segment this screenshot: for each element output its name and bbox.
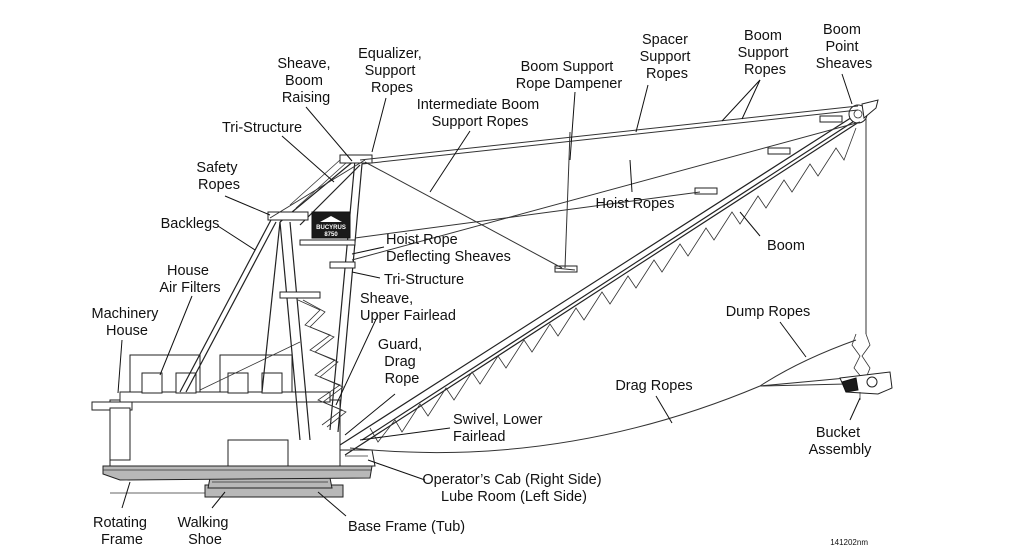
logo-brand: BUCYRUS bbox=[316, 225, 346, 231]
label-hoist-rope-deflecting-sheaves: Hoist Rope Deflecting Sheaves bbox=[386, 232, 511, 265]
mast-structure bbox=[267, 154, 373, 441]
label-boom-support-ropes: Boom Support Ropes bbox=[738, 28, 793, 78]
label-swivel-lower-fairlead: Swivel, Lower Fairlead bbox=[453, 412, 546, 445]
label-boom-support-rope-dampener: Boom Support Rope Dampener bbox=[516, 59, 623, 92]
label-walking-shoe: Walking Shoe bbox=[177, 515, 232, 548]
drag-ropes bbox=[349, 377, 847, 454]
rotating-frame bbox=[102, 465, 373, 481]
label-tri-structure-mid: Tri-Structure bbox=[384, 272, 464, 288]
dump-ropes bbox=[759, 333, 871, 387]
intermediate-support-ropes bbox=[354, 131, 701, 271]
label-drag-ropes: Drag Ropes bbox=[615, 378, 692, 394]
figure-reference: 141202nm bbox=[830, 538, 868, 547]
label-boom: Boom bbox=[767, 238, 805, 254]
label-hoist-ropes: Hoist Ropes bbox=[596, 196, 675, 212]
label-house-air-filters: House Air Filters bbox=[159, 263, 220, 296]
label-base-frame: Base Frame (Tub) bbox=[348, 519, 465, 535]
label-safety-ropes: Safety Ropes bbox=[196, 160, 241, 193]
label-bucket-assembly: Bucket Assembly bbox=[809, 425, 873, 458]
dragline-drawing: BUCYRUS 8750 bbox=[91, 99, 893, 498]
logo-plate: BUCYRUS 8750 bbox=[311, 211, 351, 239]
label-boom-point-sheaves: Boom Point Sheaves bbox=[816, 22, 872, 72]
boom-support-ropes bbox=[269, 105, 859, 269]
label-sheave-boom-raising: Sheave, Boom Raising bbox=[277, 56, 334, 106]
label-tri-structure-top: Tri-Structure bbox=[222, 120, 302, 136]
leader-lines bbox=[117, 73, 861, 517]
logo-model: 8750 bbox=[324, 232, 338, 238]
label-backlegs: Backlegs bbox=[161, 216, 220, 232]
label-equalizer-support-ropes: Equalizer, Support Ropes bbox=[358, 46, 426, 96]
hoist-ropes bbox=[351, 118, 867, 334]
machinery-house-body bbox=[91, 341, 341, 467]
operators-cab bbox=[339, 449, 376, 467]
label-intermediate-boom-support-ropes: Intermediate Boom Support Ropes bbox=[417, 97, 544, 130]
label-machinery-house: Machinery House bbox=[92, 306, 163, 339]
label-dump-ropes: Dump Ropes bbox=[726, 304, 811, 320]
labels: Sheave, Boom Raising Equalizer, Support … bbox=[92, 22, 873, 548]
label-guard-drag-rope: Guard, Drag Rope bbox=[378, 337, 426, 387]
label-operators-cab: Operator’s Cab (Right Side) Lube Room (L… bbox=[422, 472, 605, 505]
boom-point-sheaves bbox=[848, 99, 879, 124]
label-spacer-support-ropes: Spacer Support Ropes bbox=[640, 32, 695, 82]
label-sheave-upper-fairlead: Sheave, Upper Fairlead bbox=[360, 291, 456, 324]
backlegs bbox=[179, 217, 281, 393]
label-rotating-frame: Rotating Frame bbox=[93, 515, 151, 548]
bucket bbox=[839, 371, 893, 400]
